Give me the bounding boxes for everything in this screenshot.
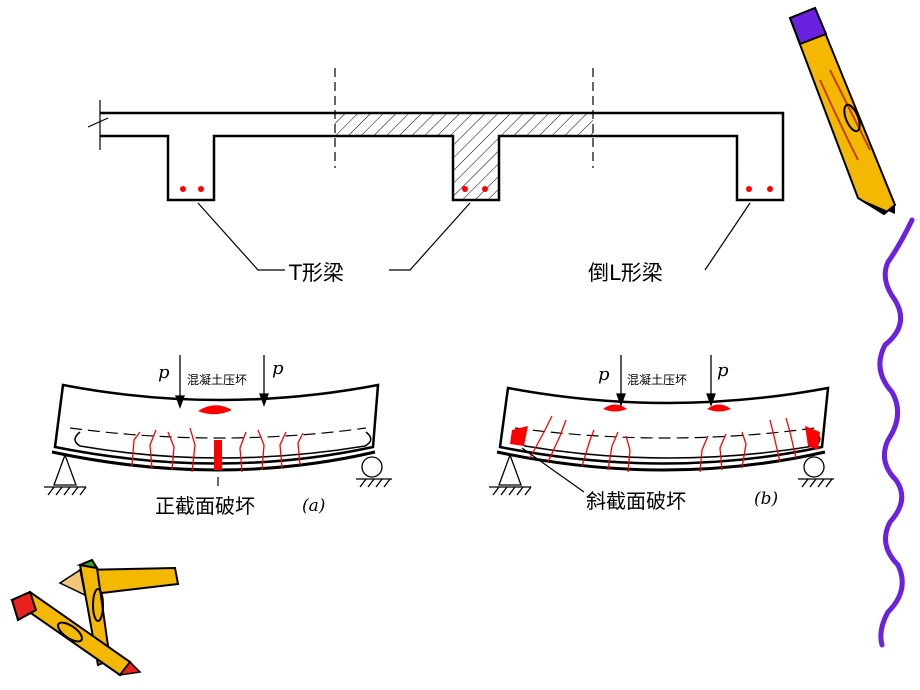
beam-b-case-label: (b): [754, 489, 778, 509]
beam-a-crush-label: 混凝土压坏: [187, 372, 247, 387]
beam-a-rebar: [74, 431, 372, 459]
beam-a-load-right: p: [272, 358, 284, 379]
beam-b-body: [498, 386, 830, 465]
beam-b-crush-zone-right: [707, 404, 731, 412]
t-beam-label: T形梁: [288, 261, 344, 285]
beam-b-crush-zone-left: [603, 404, 627, 412]
beam-a-pin-support: [44, 453, 87, 496]
beam-a-load-arrows: [175, 355, 269, 409]
beam-b-pin-support: [489, 453, 532, 496]
wavy-border-right: [877, 217, 915, 648]
beam-a-cracks: [131, 427, 304, 473]
beam-b-shear-zone-left: [510, 426, 528, 446]
beam-b-crush-label: 混凝土压坏: [627, 372, 687, 387]
beam-b-load-left: p: [598, 364, 610, 385]
beam-a-failure-label: 正截面破坏: [155, 494, 255, 518]
break-symbol: [87, 100, 109, 150]
beam-b-cracks: [529, 415, 797, 473]
pencils-icon-bottom-left: [9, 558, 180, 677]
beam-a-neutral-axis: [69, 427, 367, 439]
beam-a-diagram: p p 混凝土压坏 正截面破坏 (a): [44, 355, 392, 518]
slab-outline: [100, 111, 785, 202]
inverted-l-beam-label: 倒L形梁: [588, 261, 663, 285]
beam-b-neutral-axis: [514, 427, 816, 439]
beam-a-load-left: p: [158, 362, 170, 383]
beam-a-case-label: (a): [302, 496, 325, 516]
beam-b-rebar: [519, 431, 821, 459]
rebar-dots: [180, 186, 773, 192]
beam-a-main-crack: [214, 440, 222, 470]
beam-b-bottom-edge: [496, 450, 826, 472]
beam-b-roller-support: [798, 456, 834, 488]
beam-a-roller-support: [356, 456, 392, 488]
beam-b-diagram: p p 混凝土压坏 斜截面破坏 (b): [489, 355, 834, 513]
beam-b-load-right: p: [717, 360, 729, 381]
slab-cross-section: T形梁 倒L形梁: [87, 68, 785, 285]
beam-b-shear-zone-right: [805, 426, 820, 450]
pencil-icon-top-right: [788, 6, 897, 216]
beam-b-load-arrows: [616, 355, 716, 407]
leader-lines: [197, 202, 751, 271]
beam-a-crush-zone: [198, 405, 232, 415]
beam-b-failure-label: 斜截面破坏: [586, 489, 686, 513]
beam-b-pointer: [521, 447, 585, 493]
beam-a-body: [53, 383, 380, 465]
